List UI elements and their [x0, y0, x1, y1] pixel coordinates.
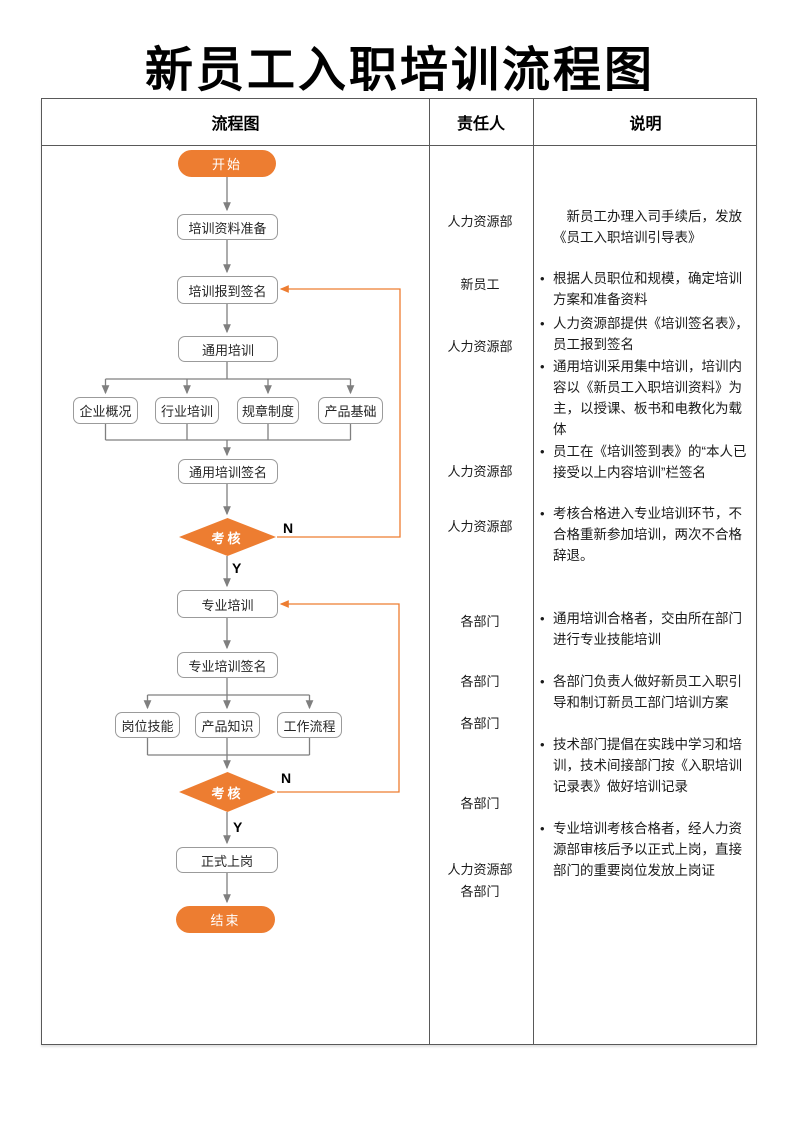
- flow-node-professional-training: 专业培训: [177, 590, 278, 618]
- flow-node-start: 开始: [178, 150, 276, 177]
- note-text: 新员工办理入司手续后，发放《员工入职培训引导表》: [553, 209, 742, 245]
- note-item: • 根据人员职位和规模，确定培训方案和准备资料: [540, 268, 752, 310]
- branch-label-no-2: N: [281, 770, 292, 786]
- column-divider-1: [429, 99, 430, 1044]
- responsible-label: 各部门: [460, 884, 500, 899]
- note-text: 员工在《培训签到表》的“本人已接受以上内容培训”栏签名: [553, 444, 747, 480]
- bullet-marker: •: [540, 737, 545, 752]
- flow-node-end: 结束: [176, 906, 275, 933]
- flow-node-company-overview: 企业概况: [73, 397, 138, 424]
- note-text: 根据人员职位和规模，确定培训方案和准备资料: [553, 271, 742, 307]
- note-item: • 人力资源部提供《培训签名表》，员工报到签名: [540, 313, 752, 355]
- process-table: 流程图 责任人 说明: [41, 98, 757, 1045]
- flow-node-industry-training: 行业培训: [155, 397, 219, 424]
- note-text: 通用培训合格者，交由所在部门进行专业技能培训: [553, 611, 742, 647]
- responsible-label: 人力资源部: [447, 339, 513, 354]
- flow-node-general-training: 通用培训: [178, 336, 278, 362]
- responsible-label: 各部门: [460, 716, 500, 731]
- bullet-marker: •: [540, 316, 545, 331]
- responsible-label: 各部门: [460, 796, 500, 811]
- responsible-label: 各部门: [460, 614, 500, 629]
- bullet-marker: •: [540, 444, 545, 459]
- header-description: 说明: [629, 116, 662, 133]
- flow-node-general-training-sign: 通用培训签名: [178, 459, 278, 484]
- note-text: 技术部门提倡在实践中学习和培训，技术间接部门按《入职培训记录表》做好培训记录: [553, 737, 742, 794]
- header-flowchart: 流程图: [211, 116, 260, 133]
- flow-node-work-process: 工作流程: [277, 712, 342, 738]
- flow-node-product-basics: 产品基础: [318, 397, 383, 424]
- flow-node-rules-regulations: 规章制度: [237, 397, 299, 424]
- bullet-marker: •: [540, 821, 545, 836]
- note-item: • 各部门负责人做好新员工入职引导和制订新员工部门培训方案: [540, 671, 752, 713]
- bullet-marker: •: [540, 359, 545, 374]
- branch-label-no-1: N: [283, 520, 294, 536]
- note-item: • 通用培训合格者，交由所在部门进行专业技能培训: [540, 608, 752, 650]
- note-text: 各部门负责人做好新员工入职引导和制订新员工部门培训方案: [553, 674, 742, 710]
- responsible-label: 人力资源部: [447, 464, 513, 479]
- flow-node-professional-training-sign: 专业培训签名: [177, 652, 278, 678]
- bullet-marker: •: [540, 506, 545, 521]
- note-text: 通用培训采用集中培训，培训内容以《新员工入职培训资料》为主，以授课、板书和电教化…: [553, 359, 742, 437]
- note-item: 新员工办理入司手续后，发放《员工入职培训引导表》: [540, 206, 752, 248]
- bullet-marker: •: [540, 271, 545, 286]
- flow-node-job-skills: 岗位技能: [115, 712, 180, 738]
- note-text: 人力资源部提供《培训签名表》，员工报到签名: [553, 316, 749, 352]
- flow-node-material-prep: 培训资料准备: [177, 214, 278, 240]
- header-divider: [42, 145, 756, 146]
- flow-node-formal-onboarding: 正式上岗: [176, 847, 278, 873]
- note-text: 考核合格进入专业培训环节，不合格重新参加培训，两次不合格辞退。: [553, 506, 742, 563]
- column-divider-2: [533, 99, 534, 1044]
- note-item: • 专业培训考核合格者，经人力资源部审核后予以正式上岗，直接部门的重要岗位发放上…: [540, 818, 752, 881]
- responsible-label: 人力资源部: [447, 862, 513, 877]
- responsible-label: 人力资源部: [447, 214, 513, 229]
- responsible-label: 人力资源部: [447, 519, 513, 534]
- note-item: • 考核合格进入专业培训环节，不合格重新参加培训，两次不合格辞退。: [540, 503, 752, 566]
- header-responsible: 责任人: [456, 116, 505, 133]
- flow-node-registration-sign: 培训报到签名: [177, 276, 278, 304]
- bullet-marker: [540, 206, 553, 248]
- responsible-label: 各部门: [460, 674, 500, 689]
- note-item: • 通用培训采用集中培训，培训内容以《新员工入职培训资料》为主，以授课、板书和电…: [540, 356, 752, 440]
- branch-label-yes-1: Y: [232, 560, 242, 576]
- bullet-marker: •: [540, 674, 545, 689]
- branch-label-yes-2: Y: [233, 819, 243, 835]
- note-item: • 技术部门提倡在实践中学习和培训，技术间接部门按《入职培训记录表》做好培训记录: [540, 734, 752, 797]
- page-title: 新员工入职培训流程图: [144, 44, 655, 97]
- responsible-label: 新员工: [460, 277, 500, 292]
- note-text: 专业培训考核合格者，经人力资源部审核后予以正式上岗，直接部门的重要岗位发放上岗证: [553, 821, 742, 878]
- bullet-marker: •: [540, 611, 545, 626]
- flow-node-product-knowledge: 产品知识: [195, 712, 260, 738]
- note-item: • 员工在《培训签到表》的“本人已接受以上内容培训”栏签名: [540, 441, 752, 483]
